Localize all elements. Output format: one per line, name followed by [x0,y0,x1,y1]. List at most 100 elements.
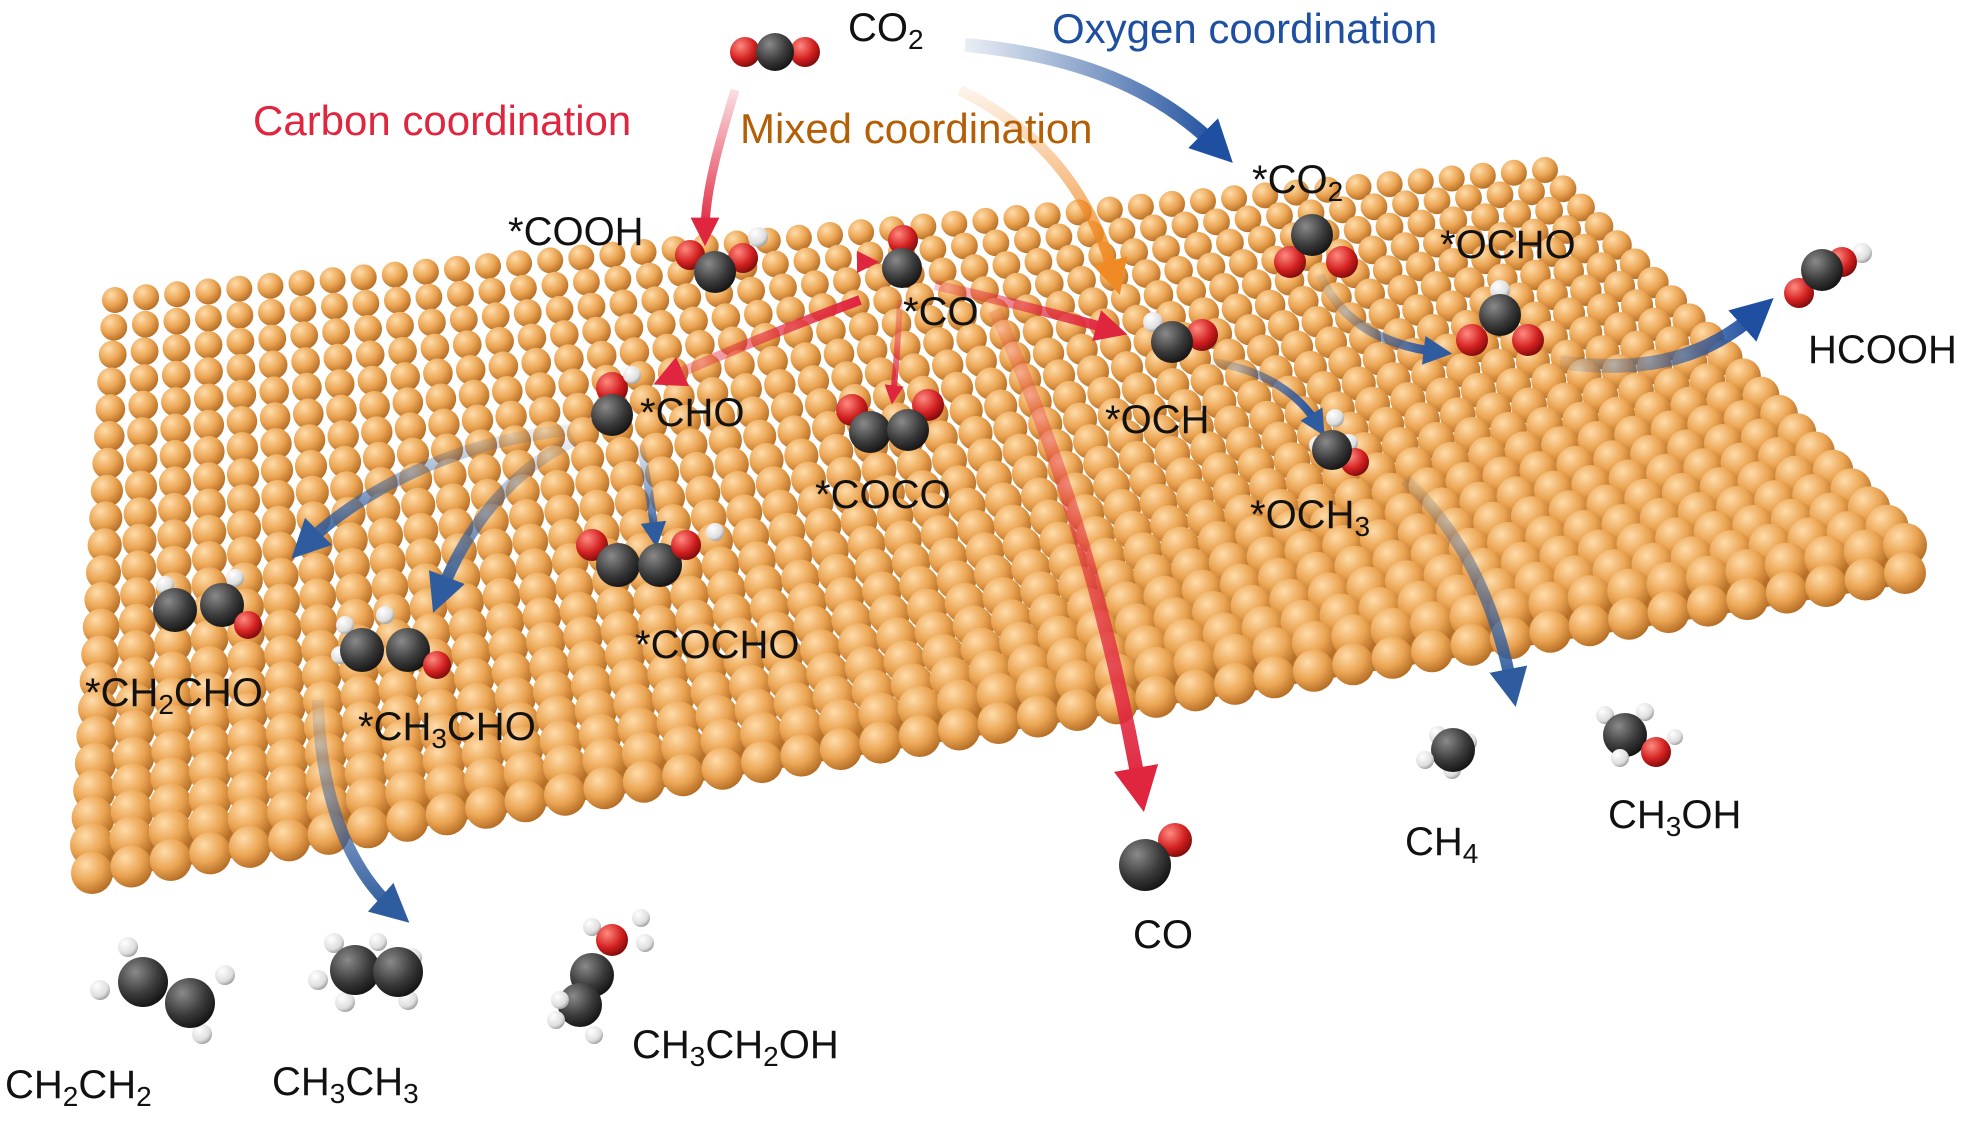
label-ch2cho: *CH2CHO [85,671,263,720]
cu-atom [629,384,662,417]
carbon-atom [386,628,430,672]
cu-atom [1486,181,1514,209]
molecule-co2-gas [730,33,820,71]
label-ch3ch3: CH3CH3 [272,1060,419,1109]
cu-atom [420,333,450,363]
cu-atom [1765,571,1808,614]
cu-atom [1500,159,1527,186]
cu-atom [1266,202,1293,230]
cu-atom [149,839,192,881]
molecule-ocho [1456,280,1544,356]
carbon-atom [1479,294,1521,336]
cu-atom [226,458,260,491]
cu-atom [262,557,299,594]
cu-atom [268,819,311,862]
cu-atom [259,376,290,407]
cu-atom [226,301,254,329]
cu-atom [898,715,941,757]
cu-atom [652,333,682,364]
cu-atom [619,337,650,367]
cu-atom [711,303,741,332]
cu-atom [352,289,380,317]
cu-atom [586,340,617,371]
cu-atom [504,780,547,823]
arrow-co-to-cho [653,295,862,387]
cu-atom [1002,272,1032,302]
arrow-cho-to-ch3cho [428,434,578,613]
cu-atom [737,276,765,305]
cu-atom [159,439,191,472]
cu-atom [117,630,156,668]
arrow-co-to-och [933,280,1128,341]
cu-atom [641,286,670,315]
cu-atom [160,413,191,445]
molecule-cho [591,366,641,436]
cu-atom [562,392,594,425]
hydrogen-atom [1636,703,1654,721]
cu-atom [89,501,123,535]
molecule-co-gas [1119,823,1192,891]
cu-atom [1221,185,1248,212]
hydrogen-atom [118,937,138,957]
oxygen-atom [596,924,628,956]
cu-atom [124,470,158,503]
cu-atom [1229,249,1258,278]
cu-atom [162,334,191,362]
cu-atom [833,267,861,295]
cu-atom [81,635,119,674]
cu-atom [780,734,823,777]
cu-atom [455,355,486,385]
label-cocho: *COCHO [635,623,800,667]
arrow-och-to-och3 [1211,358,1325,436]
cu-atom [1171,211,1199,239]
cu-atom [260,454,294,487]
cu-atom [1003,205,1030,231]
cu-atom [769,273,797,302]
molecule-och [1143,312,1218,363]
carbon-atom [330,945,380,995]
cu-atom [817,222,843,248]
cu-atom [1487,222,1517,251]
molecule-ch4 [1416,726,1477,779]
oxygen-coordination-label: Oxygen coordination [1052,5,1438,52]
cu-atom [1253,656,1296,699]
molecule-och3 [1309,409,1369,476]
cu-atom [350,264,377,291]
cu-atom [582,316,611,346]
cu-atom [525,372,556,403]
label-och3: *OCH3 [1250,493,1371,542]
cu-atom [622,760,665,803]
cu-atom [258,298,285,326]
cu-atom [819,728,862,771]
cu-atom [1152,235,1180,263]
cu-atom [1536,237,1567,267]
arrow-ocho-to-hcooh [1559,297,1774,373]
cu-atom [435,483,471,518]
cu-atom [92,447,124,480]
cu-atom [1375,212,1404,241]
cu-atom [87,528,122,563]
hydrogen-atom [308,970,328,990]
cu-atom [1844,558,1887,601]
cu-atom [384,286,411,314]
cu-atom [118,603,156,641]
cu-atom [192,488,226,522]
cu-atom [401,487,436,522]
cu-atom [790,342,822,373]
cu-atom [449,305,478,334]
oxygen-atom [671,530,701,560]
cu-atom [261,479,295,514]
cu-atom [323,343,353,373]
cu-atom [193,409,225,441]
hydrogen-atom [551,991,569,1009]
cu-atom [1371,636,1414,679]
hydrogen-atom [1667,729,1683,745]
cu-atom [396,437,430,470]
cu-atom [290,321,319,350]
cu-atom [98,340,127,369]
label-co-ads: *CO [903,290,979,334]
carbon-atom [165,978,215,1028]
hydrogen-atom [336,616,354,634]
cu-atom [1345,174,1372,200]
cu-atom [359,391,390,422]
